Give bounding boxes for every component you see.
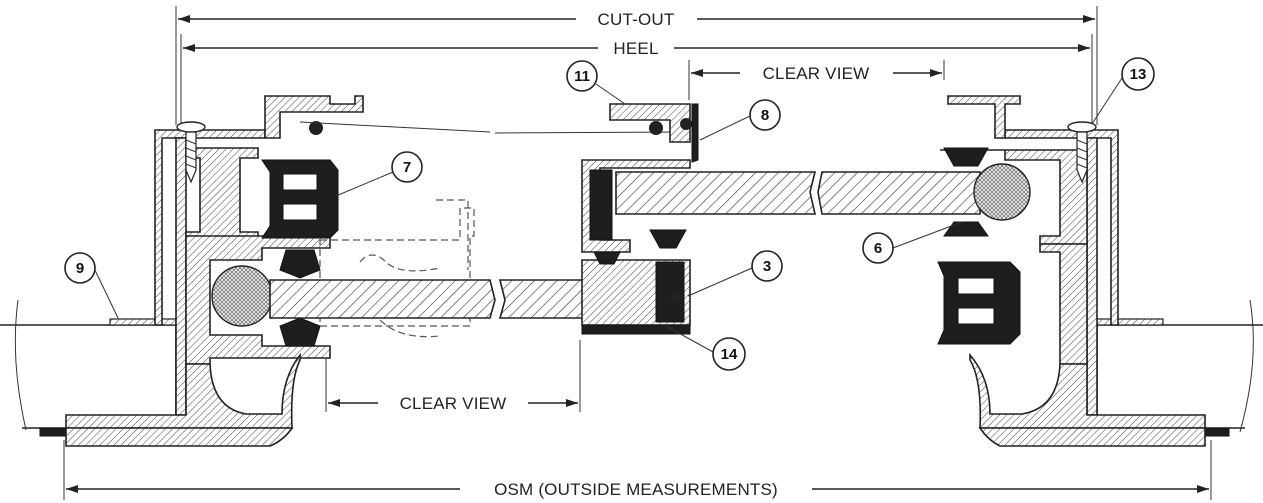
left-wedge-gasket xyxy=(279,249,321,347)
dimension-heel: HEEL xyxy=(180,34,1093,125)
svg-text:13: 13 xyxy=(1130,66,1147,83)
right-frame-profile xyxy=(940,95,1206,447)
left-screw xyxy=(176,121,206,184)
right-gasket xyxy=(937,261,1021,345)
svg-text:11: 11 xyxy=(574,68,590,85)
callout-9: 9 xyxy=(64,252,119,319)
callout-11: 11 xyxy=(566,60,626,105)
center-sash-profile xyxy=(581,159,691,335)
dimension-clear-view-bottom: CLEAR VIEW xyxy=(325,340,581,413)
dimension-osm: OSM (OUTSIDE MEASUREMENTS) xyxy=(63,440,1212,500)
svg-text:7: 7 xyxy=(403,159,411,176)
svg-text:14: 14 xyxy=(721,346,738,363)
svg-text:6: 6 xyxy=(874,240,882,257)
dimension-cutout: CUT-OUT xyxy=(175,6,1098,125)
svg-text:8: 8 xyxy=(761,107,769,124)
upper-glass-pane xyxy=(615,171,981,215)
clear-view-bottom-label: CLEAR VIEW xyxy=(400,394,507,413)
cutout-label: CUT-OUT xyxy=(598,10,675,29)
callout-7: 7 xyxy=(335,151,423,197)
phantom-hardware xyxy=(319,199,475,338)
svg-text:3: 3 xyxy=(763,258,771,275)
left-frame-profile xyxy=(65,129,331,447)
callout-14: 14 xyxy=(665,325,746,371)
right-screw xyxy=(1067,121,1097,184)
callout-3: 3 xyxy=(687,250,783,297)
dimension-clear-view-top: CLEAR VIEW xyxy=(688,60,945,100)
left-gasket-7 xyxy=(261,159,339,239)
svg-text:9: 9 xyxy=(76,260,84,277)
heel-label: HEEL xyxy=(613,39,658,58)
callout-8: 8 xyxy=(699,99,781,141)
left-sash-cap xyxy=(264,95,691,139)
left-bulb-seal xyxy=(211,265,273,327)
center-cap xyxy=(609,103,699,163)
callout-6: 6 xyxy=(862,221,963,264)
callout-13: 13 xyxy=(1091,57,1155,125)
clear-view-top-label: CLEAR VIEW xyxy=(763,64,870,83)
osm-label: OSM (OUTSIDE MEASUREMENTS) xyxy=(494,480,778,499)
